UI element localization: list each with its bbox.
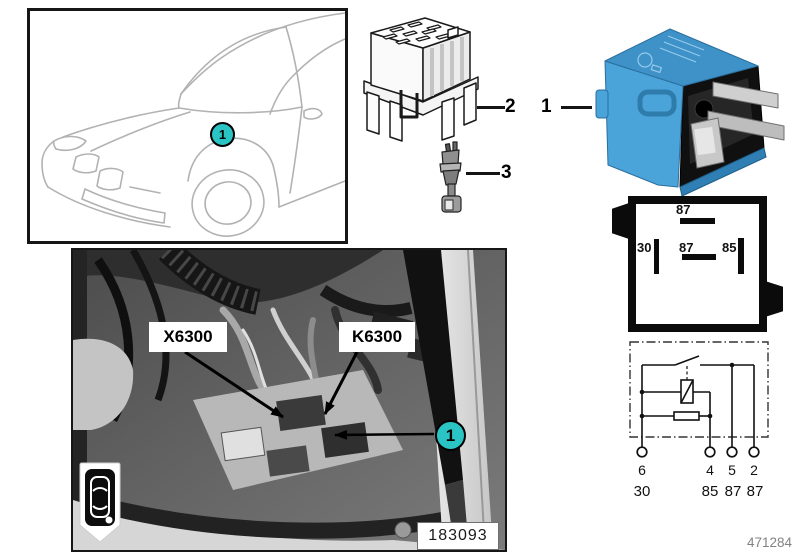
socket-callout-line xyxy=(477,106,505,109)
engine-bay-photo: X6300 K6300 1 183093 xyxy=(71,248,507,552)
terminal-circle-6 xyxy=(636,446,648,458)
terminal-circle-4 xyxy=(704,446,716,458)
photo-label-k6300: K6300 xyxy=(339,322,415,352)
schematic-pin-5: 5 xyxy=(728,462,736,478)
schematic-terminal-30: 30 xyxy=(634,483,651,500)
schematic-pin-2: 2 xyxy=(750,462,758,478)
relay-callout-line xyxy=(561,106,592,109)
photo-arrows xyxy=(184,350,435,440)
car-outline-drawing xyxy=(41,12,345,237)
pin-bar-85 xyxy=(738,238,744,274)
resistor-symbol xyxy=(673,411,700,421)
connector-callout-line xyxy=(466,172,500,175)
schematic-boundary xyxy=(629,341,769,438)
schematic-pin-6: 6 xyxy=(638,462,646,478)
pin-label-85: 85 xyxy=(722,240,737,255)
schematic-pin-4: 4 xyxy=(706,462,714,478)
pin-bar-87-top xyxy=(680,218,715,224)
terminal-circle-2 xyxy=(748,446,760,458)
schematic-terminal-85: 85 xyxy=(702,483,719,500)
schematic-terminal-87a: 87 xyxy=(725,483,742,500)
engine-bay-photo-art xyxy=(73,250,505,550)
pin-label-30: 30 xyxy=(637,240,652,255)
schematic-terminal-87b: 87 xyxy=(747,483,764,500)
connector-label-3[interactable]: 3 xyxy=(501,162,512,183)
doc-number: 471284 xyxy=(746,535,792,550)
socket-label-2[interactable]: 2 xyxy=(505,96,516,117)
photo-label-x6300: X6300 xyxy=(149,322,227,352)
relay-circuit-schematic: 6 4 5 2 30 85 87 87 xyxy=(629,341,769,500)
relay-socket-drawing xyxy=(363,17,479,142)
car-overview-panel: 1 xyxy=(27,8,348,244)
pin-box-tab-left xyxy=(612,203,629,239)
pin-bar-87-center xyxy=(682,254,716,260)
relay-label-1[interactable]: 1 xyxy=(541,96,552,117)
terminal-circle-5 xyxy=(726,446,738,458)
photo-callout-1[interactable]: 1 xyxy=(435,420,466,451)
bulb-connector-drawing xyxy=(439,141,462,213)
pin-label-87-top: 87 xyxy=(676,202,691,217)
relay-photo xyxy=(595,28,785,197)
car-callout-1[interactable]: 1 xyxy=(210,122,235,147)
photo-image-number: 183093 xyxy=(417,522,499,550)
pin-bar-30 xyxy=(654,239,659,274)
pin-assignment-box: 87 30 87 85 xyxy=(628,196,767,332)
pin-label-87-center: 87 xyxy=(679,240,694,255)
location-pin-icon xyxy=(79,462,121,543)
pin-box-tab-right xyxy=(765,281,783,317)
